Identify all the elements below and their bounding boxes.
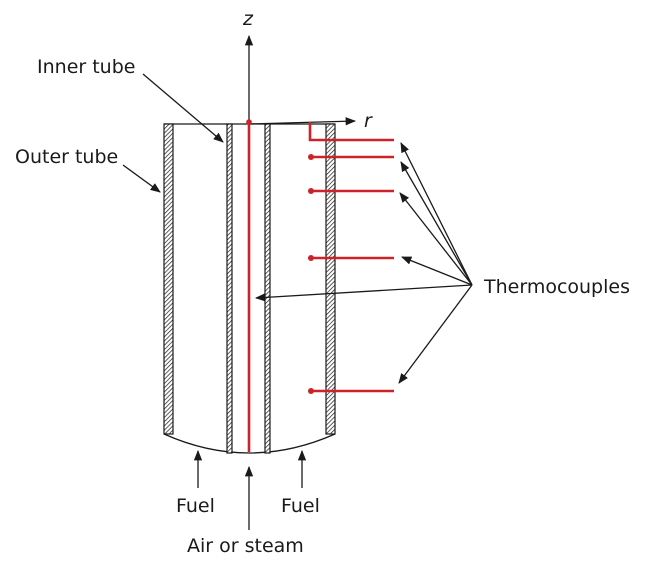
thermocouple-4-tip bbox=[308, 255, 314, 261]
r-axis-label: r bbox=[364, 110, 373, 132]
inner-tube-leader bbox=[142, 73, 224, 143]
leader-arrow-3 bbox=[399, 192, 473, 286]
thermocouple-centerline-tip bbox=[246, 119, 252, 125]
thermocouple-5-tip bbox=[308, 388, 314, 394]
tube-assembly bbox=[163, 123, 336, 454]
axes: z r bbox=[242, 8, 373, 132]
leader-arrow-centerline bbox=[254, 284, 473, 302]
r-axis-arrow bbox=[248, 117, 357, 126]
tube-labels: Inner tube Outer tube bbox=[15, 56, 224, 193]
thermocouples-label: Thermocouples bbox=[483, 276, 630, 298]
thermocouple-leaders: Thermocouples bbox=[254, 142, 630, 384]
thermocouple-1 bbox=[308, 122, 394, 142]
outer-tube-left-wall bbox=[163, 123, 174, 435]
z-axis-label: z bbox=[242, 8, 254, 30]
thermocouple-2-tip bbox=[308, 154, 314, 160]
inlet-flows: Fuel Fuel Air or steam bbox=[176, 449, 320, 557]
thermocouple-3-tip bbox=[308, 188, 314, 194]
thermocouples bbox=[246, 119, 394, 452]
inner-tube-label: Inner tube bbox=[37, 56, 135, 78]
air-or-steam-label: Air or steam bbox=[187, 535, 304, 557]
leader-arrow-2 bbox=[400, 161, 473, 286]
inner-tube-right-wall bbox=[264, 123, 271, 454]
outer-tube-label: Outer tube bbox=[15, 146, 118, 168]
inner-tube-left-wall bbox=[226, 123, 233, 454]
outer-tube-leader bbox=[122, 164, 161, 193]
leader-arrow-4 bbox=[401, 256, 473, 286]
leader-arrow-5 bbox=[398, 284, 473, 384]
bottom-curve bbox=[163, 433, 336, 454]
fuel-right-label: Fuel bbox=[281, 495, 320, 517]
outer-tube-right-wall bbox=[325, 123, 336, 435]
leader-arrow-1 bbox=[400, 142, 473, 286]
fuel-left-label: Fuel bbox=[176, 495, 215, 517]
